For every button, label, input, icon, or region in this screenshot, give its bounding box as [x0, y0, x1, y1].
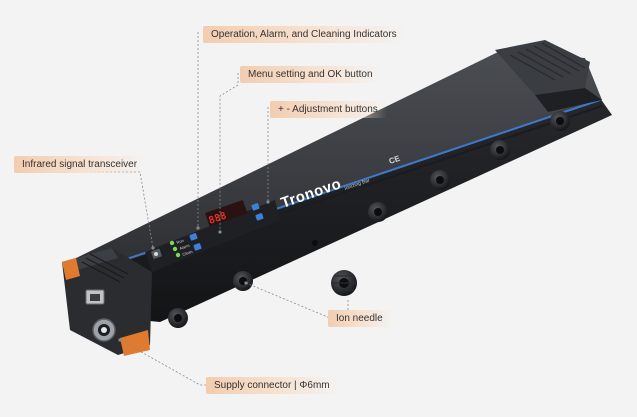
bar-top-face — [68, 52, 602, 270]
ion-needles — [168, 111, 570, 328]
minus-button[interactable] — [255, 213, 264, 221]
plus-button[interactable] — [251, 203, 260, 211]
ion-needle — [550, 111, 570, 131]
clean-led — [175, 252, 181, 258]
ion-needle — [233, 271, 253, 291]
ion-needle — [168, 308, 188, 328]
ion-needle — [490, 140, 510, 160]
callout-indicators: Operation, Alarm, and Cleaning Indicator… — [203, 26, 406, 43]
run-led — [169, 240, 175, 246]
infrared-transceiver — [151, 248, 162, 259]
clean-led-label: Clean — [182, 249, 194, 257]
ion-needle — [430, 170, 450, 190]
right-end-cap — [495, 40, 602, 112]
callout-ion-needle: Ion needle — [328, 310, 392, 327]
ion-needle — [368, 202, 388, 222]
menu-button[interactable] — [189, 233, 198, 241]
alarm-led — [172, 246, 178, 252]
callout-supply-connector: Supply connector | Φ6mm — [206, 377, 339, 394]
led-display — [205, 199, 248, 227]
alarm-led-label: Alarm — [179, 243, 191, 251]
callout-infrared: Infrared signal transceiver — [14, 156, 147, 173]
left-end-block — [62, 248, 152, 356]
callout-menu-button: Menu setting and OK button — [240, 66, 382, 83]
ce-mark: CE — [388, 154, 402, 166]
status-indicators: Run Alarm Clean — [169, 238, 194, 258]
bar-front-face — [95, 98, 612, 322]
mount-hole — [312, 240, 318, 246]
run-led-label: Run — [176, 238, 185, 245]
loose-ion-needle — [331, 270, 357, 296]
ok-button[interactable] — [193, 243, 202, 251]
callout-adjust-buttons: + - Adjustment buttons — [270, 101, 387, 118]
orange-accent-bottom — [120, 330, 150, 356]
orange-accent-top — [62, 258, 80, 280]
